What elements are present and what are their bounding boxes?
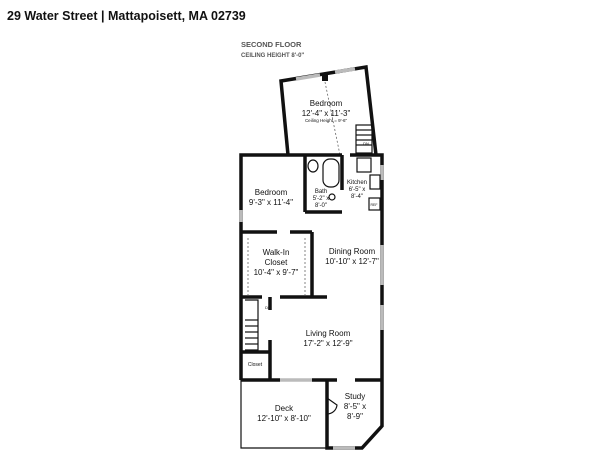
kitchen-name: Kitchen <box>347 180 367 186</box>
stairs-upper <box>355 124 373 154</box>
ceiling-height: CEILING HEIGHT 8'-0" <box>241 53 304 59</box>
closet-name: Closet <box>248 362 263 368</box>
kitchen-dims-1: 6'-5" x <box>349 187 366 193</box>
bath-dims-1: 5'-2" x <box>313 196 330 202</box>
living-name: Living Room <box>306 329 351 338</box>
address-title: 29 Water Street | Mattapoisett, MA 02739 <box>7 9 246 23</box>
walkin-dims: 10'-4" x 9'-7" <box>254 268 299 277</box>
stairs-upper-label: DN <box>363 141 369 146</box>
bath-dims-2: 8'-0" <box>315 203 327 209</box>
study-name: Study <box>345 392 365 401</box>
study-dims-1: 8'-5" x <box>344 402 366 411</box>
bedroom-name: Bedroom <box>255 188 288 197</box>
dining-dims: 10'-10" x 12'-7" <box>325 257 379 266</box>
floor-name: SECOND FLOOR <box>241 40 302 49</box>
walkin-name-1: Walk-In <box>263 248 290 257</box>
living-dims: 17'-2" x 12'-9" <box>303 339 352 348</box>
deck-dims: 12'-10" x 8'-10" <box>257 414 311 423</box>
stairs-lower <box>245 299 259 351</box>
upper-bedroom-dims: 12'-4" x 11'-3" <box>302 109 351 118</box>
kitchen-dims-2: 8'-4" <box>351 194 363 200</box>
upper-bedroom-name: Bedroom <box>310 99 343 108</box>
study-dims-2: 8'-9" <box>347 412 363 421</box>
bath-name: Bath <box>315 189 327 195</box>
dining-name: Dining Room <box>329 247 376 256</box>
upper-bedroom-ceiling: Ceiling Height = 9'-6" <box>305 118 348 123</box>
main-walls: REF DN <box>239 153 384 450</box>
stairs-lower-label: DN <box>265 305 271 310</box>
bedroom-dims: 9'-3" x 11'-4" <box>249 198 293 207</box>
upper-bedroom-walls: DN <box>279 64 378 156</box>
deck-name: Deck <box>275 404 294 413</box>
walkin-name-2: Closet <box>265 258 288 267</box>
fridge-label: REF <box>371 203 378 207</box>
